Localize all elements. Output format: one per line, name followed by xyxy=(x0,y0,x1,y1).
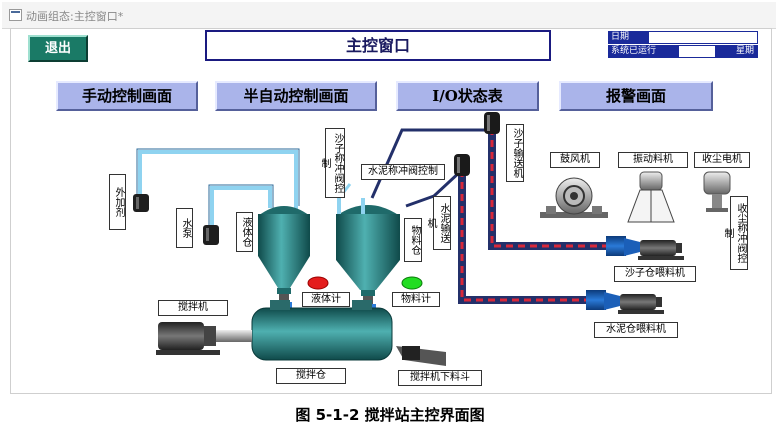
window-icon xyxy=(9,9,22,21)
cement-conveyor-label: 水泥输送机 xyxy=(425,196,451,250)
liquid-bin-label: 液体仓 xyxy=(236,212,253,252)
blower-label: 鼓风机 xyxy=(550,152,600,168)
sand-feeder-machine xyxy=(606,236,684,260)
vibrator-machine xyxy=(627,171,675,223)
liquid-meter-label: 液体计 xyxy=(302,292,350,307)
exit-button[interactable]: 退出 xyxy=(28,35,88,62)
page-title: 主控窗口 xyxy=(205,30,551,61)
sand-conveyor-head xyxy=(484,112,500,134)
dust-motor-label: 收尘电机 xyxy=(694,152,750,168)
admixture-pump xyxy=(133,194,149,212)
date-label: 日期 xyxy=(608,31,648,44)
cement-valve-label: 水泥称冲阀控制 xyxy=(361,164,445,180)
running-value xyxy=(678,45,716,58)
cement-feeder-machine xyxy=(586,290,664,314)
cement-feeder-label: 水泥仓喂料机 xyxy=(594,322,678,338)
material-bin-label: 物料仓 xyxy=(404,218,422,262)
running-label: 系统已运行 xyxy=(608,45,678,58)
vibrator-label: 振动料机 xyxy=(618,152,688,168)
sand-conveyor-belt xyxy=(488,128,610,250)
window-title: 动画组态:主控窗口* xyxy=(26,10,124,23)
mixer-chute-label: 搅拌机下料斗 xyxy=(398,370,482,386)
water-pump xyxy=(203,225,219,245)
mixer-bin-label: 搅拌仓 xyxy=(276,368,346,384)
cement-conveyor-head xyxy=(454,154,470,176)
liquid-tank xyxy=(258,206,310,294)
material-tank xyxy=(336,205,400,296)
weekday-label: 星期 xyxy=(716,45,758,58)
sand-feeder-label: 沙子仓喂料机 xyxy=(614,266,696,282)
status-panel: 日期 系统已运行 星期 xyxy=(608,31,758,59)
cement-conveyor-belt xyxy=(458,170,590,304)
semi-auto-control-button[interactable]: 半自动控制画面 xyxy=(215,81,377,111)
process-diagram xyxy=(133,112,731,366)
date-value xyxy=(648,31,758,44)
dust-valve-label: 收尘称冲阀控制 xyxy=(722,196,748,270)
alarm-screen-button[interactable]: 报警画面 xyxy=(559,81,713,111)
mixer-drum xyxy=(251,300,393,361)
dust-motor-machine xyxy=(703,171,731,212)
figure-caption: 图 5-1-2 搅拌站主控界面图 xyxy=(295,406,485,424)
manual-control-button[interactable]: 手动控制画面 xyxy=(56,81,198,111)
sand-conveyor-label: 沙子输送机 xyxy=(506,124,524,182)
sand-valve-label: 沙子称冲阀控制 xyxy=(319,128,345,198)
blower-machine xyxy=(540,177,608,218)
water-pump-label: 水泵 xyxy=(176,208,193,248)
mixer-motor xyxy=(156,322,252,355)
mixer-machine-label: 搅拌机 xyxy=(158,300,228,316)
liquid-status-lamp xyxy=(307,276,329,290)
io-status-button[interactable]: I/O状态表 xyxy=(396,81,539,111)
mixer-chute xyxy=(396,346,446,366)
admixture-label: 外加剂 xyxy=(109,174,126,230)
material-status-lamp xyxy=(401,276,423,290)
material-meter-label: 物料计 xyxy=(392,292,440,307)
